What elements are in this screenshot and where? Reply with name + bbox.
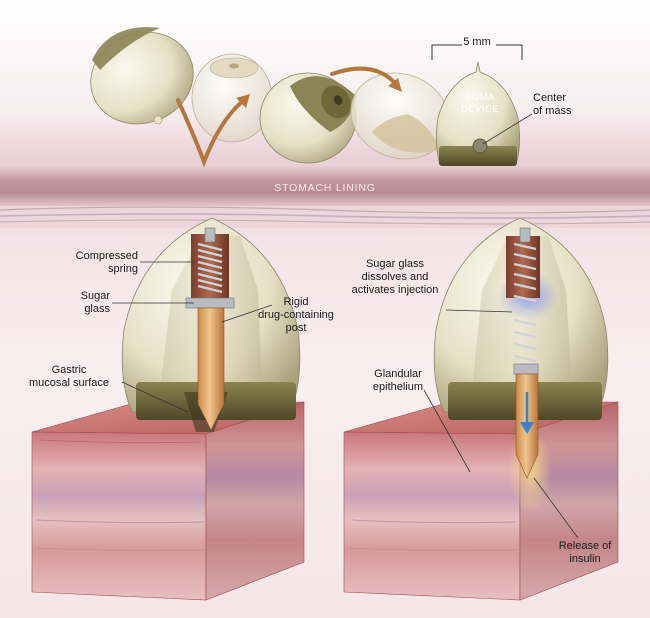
tumble-arrow-2	[330, 66, 402, 92]
released-spring	[513, 242, 537, 363]
gastric-surface-label: Gastric mucosal surface	[16, 364, 122, 390]
sugar-glass-dissolves-label: Sugar glass dissolves and activates inje…	[336, 258, 454, 297]
soma-line1: SOMA	[465, 92, 495, 103]
ge-line2: epithelium	[372, 381, 424, 393]
rp-line1: Rigid	[283, 296, 309, 308]
gs-line2: mucosal surface	[28, 377, 110, 389]
ge-line1: Glandular	[374, 368, 422, 380]
sgd-line3: activates injection	[351, 284, 439, 296]
compressed-spring	[197, 242, 223, 294]
rigid-post-label: Rigid drug-containing post	[246, 296, 346, 335]
tumbling-capsule-3	[259, 72, 357, 164]
sgd-line1: Sugar glass	[365, 258, 425, 270]
glandular-epithelium-label: Glandular epithelium	[358, 368, 438, 394]
drug-post	[197, 307, 225, 431]
label-leaders	[112, 261, 579, 539]
sugar-glass-label: Sugar glass	[62, 290, 110, 316]
cs-line2: spring	[108, 263, 138, 275]
scale-bar	[431, 44, 523, 60]
stomach-lining-band	[0, 166, 650, 228]
right-tissue-block	[343, 401, 619, 601]
left-tissue-block	[31, 401, 305, 601]
sg-line2: glass	[84, 303, 110, 315]
upright-soma-device	[436, 61, 520, 166]
release-insulin-label: Release of insulin	[550, 540, 620, 566]
tumble-arrow-1	[176, 94, 250, 168]
soma-line2: DEVICE	[460, 104, 500, 115]
tumbling-capsule-1	[90, 27, 194, 125]
ri-line2: insulin	[569, 553, 601, 565]
left-device-cutaway	[121, 217, 301, 432]
gs-line1: Gastric	[51, 364, 87, 376]
scale-bar-label: 5 mm	[463, 36, 491, 48]
center-of-mass-leader	[482, 113, 533, 145]
soma-device-label: SOMA DEVICE	[440, 92, 520, 116]
com-line1: Center	[533, 92, 567, 104]
tumbling-capsule-4	[350, 72, 450, 160]
stomach-lining-label: STOMACH LINING	[274, 182, 376, 194]
cs-line1: Compressed	[75, 250, 138, 262]
sgd-line2: dissolves and	[361, 271, 429, 283]
sg-line1: Sugar	[80, 290, 110, 302]
right-device-fired	[433, 217, 609, 479]
com-line2: of mass	[533, 105, 572, 117]
ri-line1: Release of	[558, 540, 612, 552]
compressed-spring-label: Compressed spring	[52, 250, 138, 276]
rp-line2: drug-containing	[258, 309, 334, 321]
tumbling-capsule-2	[191, 53, 273, 143]
rp-line3: post	[285, 322, 307, 334]
center-of-mass-label: Center of mass	[533, 92, 572, 118]
